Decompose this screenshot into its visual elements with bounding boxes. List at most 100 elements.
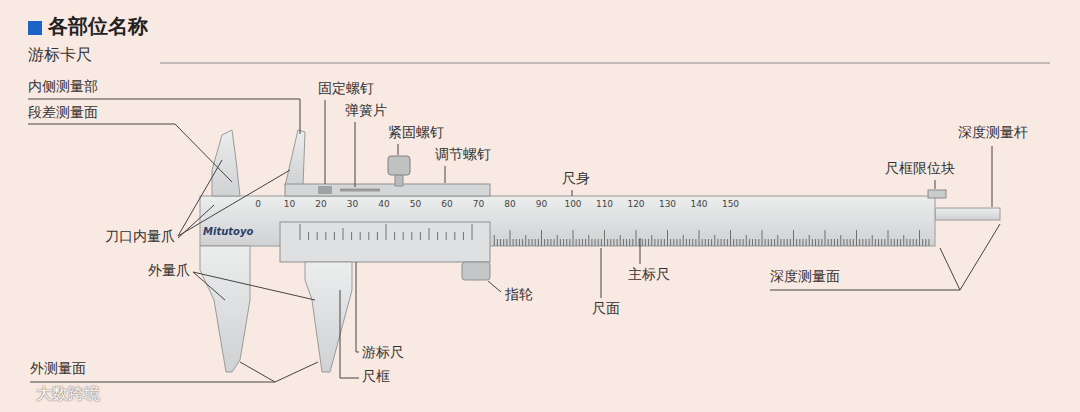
scale-tick — [900, 239, 901, 246]
scale-tick — [308, 232, 309, 240]
scale-tick — [919, 230, 920, 246]
scale-tick — [607, 239, 608, 246]
scale-tick — [910, 239, 911, 246]
scale-tick — [573, 230, 574, 246]
scale-tick — [658, 239, 659, 246]
scale-tick — [664, 239, 665, 246]
scale-tick — [636, 230, 637, 246]
part-name: 尺面 — [592, 300, 620, 318]
scale-tick — [411, 232, 412, 240]
scale-ticks — [300, 224, 929, 246]
scale-number: 90 — [536, 199, 547, 210]
scale-tick — [569, 239, 570, 246]
scale-tick — [368, 232, 369, 240]
outer-jaw-movable — [305, 262, 352, 372]
header-rule — [160, 63, 1050, 64]
scale-tick — [560, 239, 561, 246]
scale-tick — [843, 239, 844, 246]
scale-tick — [825, 230, 826, 246]
scale-number: 120 — [627, 199, 644, 210]
scale-tick — [377, 232, 378, 240]
scale-tick — [446, 232, 447, 240]
scale-tick — [840, 235, 841, 246]
scale-tick — [762, 230, 763, 246]
scale-tick — [793, 230, 794, 246]
scale-tick — [528, 239, 529, 246]
scale-tick — [815, 239, 816, 246]
scale-tick — [891, 239, 892, 246]
part-name: 调节螺钉 — [435, 146, 491, 164]
scale-tick — [519, 239, 520, 246]
scale-tick — [547, 239, 548, 246]
scale-tick — [629, 239, 630, 246]
part-name: 尺身 — [562, 170, 590, 188]
scale-tick — [771, 239, 772, 246]
scale-number: 150 — [722, 199, 739, 210]
part-name: 内侧测量部 — [28, 78, 98, 96]
part-name: 深度测量杆 — [958, 124, 1028, 142]
scale-tick — [566, 239, 567, 246]
scale-number: 30 — [347, 199, 358, 210]
scale-tick — [506, 239, 507, 246]
scale-tick — [513, 239, 514, 246]
scale-tick — [598, 239, 599, 246]
scale-tick — [661, 239, 662, 246]
scale-tick — [588, 235, 589, 246]
scale-tick — [853, 239, 854, 246]
scale-tick — [913, 239, 914, 246]
spring-plate — [340, 189, 380, 192]
watermark: 大数跨境 — [36, 384, 100, 404]
inner-jaw-movable — [285, 130, 305, 186]
scale-tick — [386, 224, 387, 240]
part-name: 固定螺钉 — [318, 80, 374, 98]
scale-tick — [626, 239, 627, 246]
scale-tick — [850, 239, 851, 246]
scale-tick — [360, 232, 361, 240]
part-name: 尺框限位块 — [885, 160, 955, 178]
part-name: 段差测量面 — [28, 104, 98, 122]
scale-tick — [806, 239, 807, 246]
scale-tick — [437, 232, 438, 240]
scale-tick — [334, 232, 335, 240]
scale-tick — [538, 239, 539, 246]
scale-tick — [727, 239, 728, 246]
scale-tick — [897, 239, 898, 246]
scale-tick — [837, 239, 838, 246]
scale-tick — [686, 239, 687, 246]
scale-tick — [711, 239, 712, 246]
scale-tick — [884, 239, 885, 246]
part-name: 主标尺 — [628, 266, 670, 284]
scale-tick — [544, 239, 545, 246]
title-marker — [28, 21, 42, 35]
scale-tick — [869, 239, 870, 246]
scale-tick — [325, 232, 326, 240]
scale-tick — [516, 239, 517, 246]
scale-tick — [758, 239, 759, 246]
scale-tick — [676, 239, 677, 246]
scale-tick — [610, 239, 611, 246]
scale-tick — [394, 232, 395, 240]
scale-tick — [925, 239, 926, 246]
scale-tick — [532, 239, 533, 246]
scale-tick — [582, 239, 583, 246]
scale-tick — [743, 239, 744, 246]
part-name: 游标尺 — [362, 344, 404, 362]
scale-tick — [812, 239, 813, 246]
scale-tick — [680, 239, 681, 246]
scale-tick — [454, 232, 455, 240]
screw-stem — [395, 174, 403, 186]
scale-tick — [878, 239, 879, 246]
scale-tick — [673, 239, 674, 246]
part-name: 弹簧片 — [345, 102, 387, 120]
scale-tick — [765, 239, 766, 246]
scale-number: 60 — [441, 199, 452, 210]
scale-tick — [875, 239, 876, 246]
scale-tick — [881, 239, 882, 246]
section-title: 各部位名称 — [48, 14, 148, 39]
scale-tick — [721, 239, 722, 246]
scale-tick — [550, 239, 551, 246]
scale-tick — [802, 239, 803, 246]
scale-number: 40 — [378, 199, 389, 210]
scale-tick — [695, 239, 696, 246]
scale-number: 70 — [473, 199, 484, 210]
